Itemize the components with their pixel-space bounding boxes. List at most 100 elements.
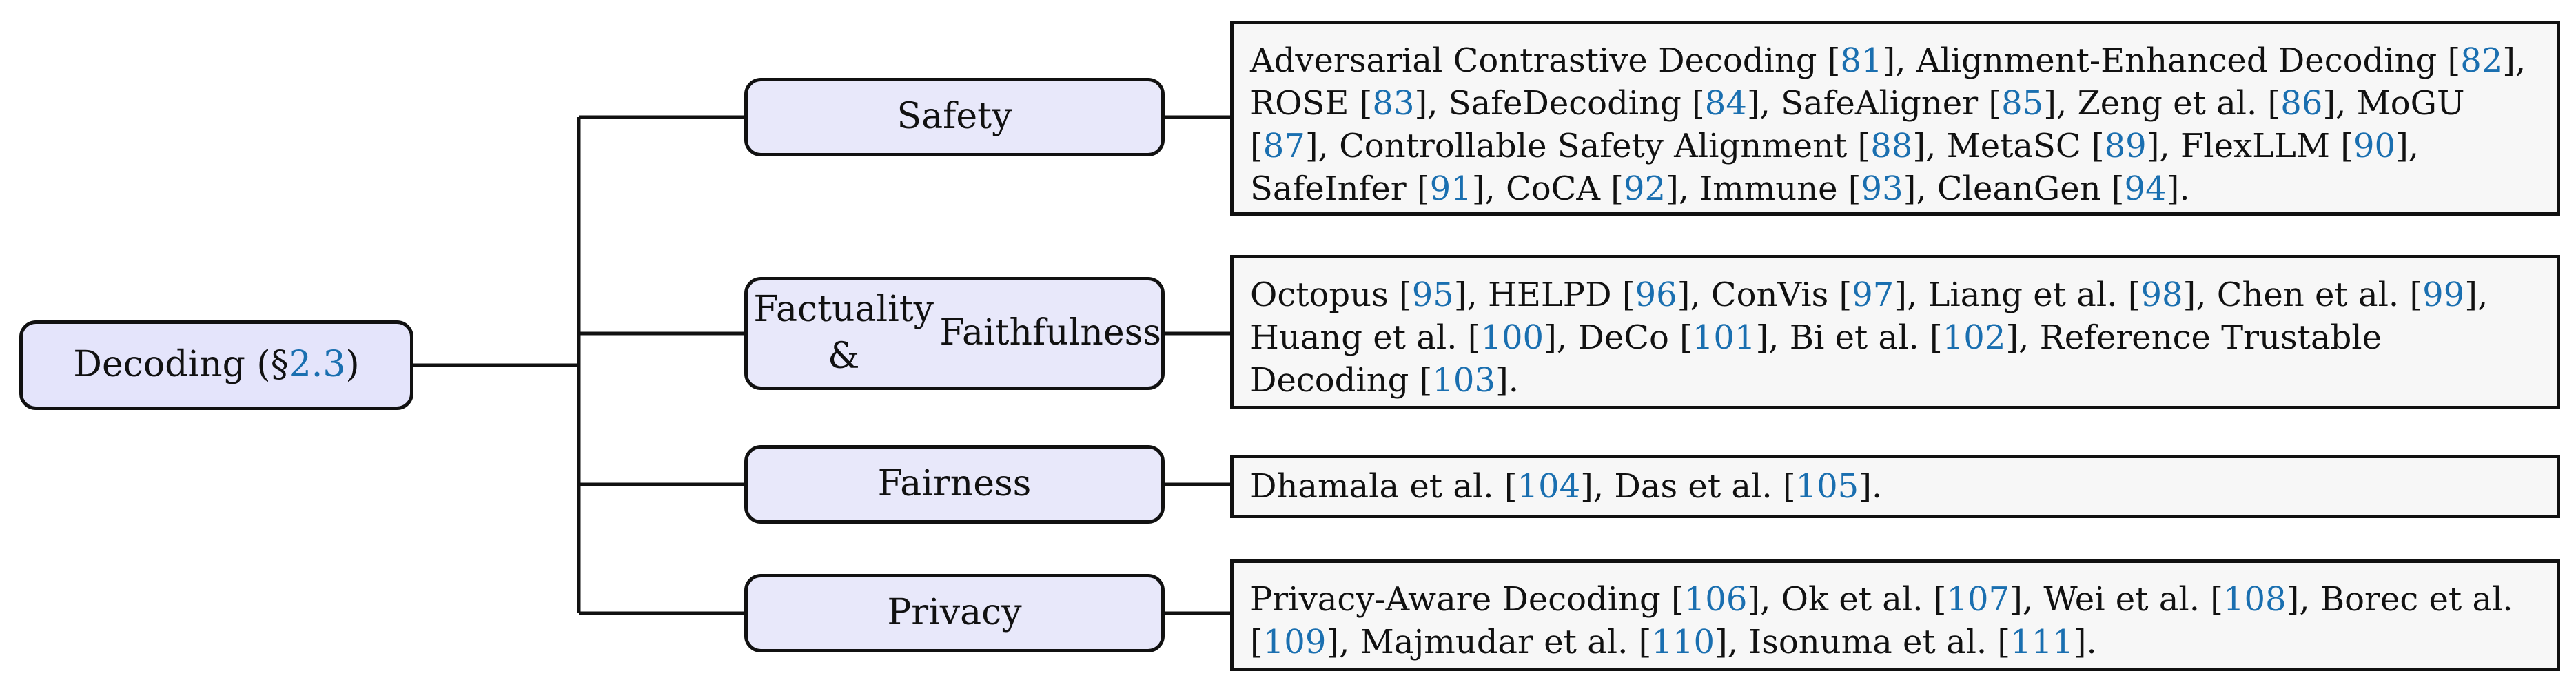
citation-ref: 97 <box>1852 276 1894 314</box>
method-citation: FlexLLM [90] <box>2180 127 2409 165</box>
method-name: Immune <box>1699 169 1838 208</box>
method-name: MetaSC <box>1946 127 2081 165</box>
citation-ref: 106 <box>1684 580 1748 619</box>
method-citation: Chen et al. [99] <box>2216 276 2477 314</box>
method-citation: SafeInfer [91] <box>1250 169 1485 208</box>
root-label: Decoding (§2.3) <box>73 344 360 386</box>
citation-ref: 111 <box>2010 623 2074 661</box>
method-citation: Bi et al. [102] <box>1789 318 2019 357</box>
citation-ref: 85 <box>2001 84 2044 123</box>
citation-ref: 107 <box>1946 580 2010 619</box>
method-name: MoGU <box>2356 84 2465 123</box>
method-citation: Immune [93] <box>1699 169 1916 208</box>
citation-ref: 82 <box>2460 41 2503 80</box>
method-name: Dhamala et al. <box>1250 467 1494 506</box>
citation-ref: 103 <box>1432 361 1495 400</box>
branch-label-line: Factuality & <box>753 289 934 377</box>
method-citation: ROSE [83] <box>1250 84 1428 123</box>
method-name: DeCo <box>1577 318 1669 357</box>
method-name: Ok et al. <box>1781 580 1923 619</box>
method-name: FlexLLM <box>2180 127 2330 165</box>
method-citation: Controllable Safety Alignment [88] <box>1339 127 1926 165</box>
citation-ref: 109 <box>1263 623 1327 661</box>
method-citation: HELPD [96] <box>1488 276 1690 314</box>
method-citation: CleanGen [94] <box>1936 169 2180 208</box>
method-citation: Huang et al. [100] <box>1250 318 1557 357</box>
citation-ref: 110 <box>1651 623 1715 661</box>
citation-ref: 108 <box>2222 580 2287 619</box>
citation-ref: 96 <box>1635 276 1677 314</box>
method-citation: Majmudar et al. [110] <box>1360 623 1728 661</box>
method-name: Majmudar et al. <box>1360 623 1628 661</box>
citation-ref: 104 <box>1517 467 1581 506</box>
branch-node-fairness: Fairness <box>744 445 1165 524</box>
method-citation: SafeAligner [85] <box>1781 84 2056 123</box>
method-name: HELPD <box>1488 276 1612 314</box>
method-name: Octopus <box>1250 276 1389 314</box>
citation-ref: 102 <box>1942 318 2006 357</box>
method-name: Alignment-Enhanced Decoding <box>1916 41 2437 80</box>
root-node-decoding: Decoding (§2.3) <box>19 320 413 410</box>
citation-ref: 89 <box>2104 127 2147 165</box>
method-name: Wei et al. <box>2043 580 2200 619</box>
citation-ref: 88 <box>1870 127 1913 165</box>
branch-label-line: Fairness <box>877 463 1032 505</box>
citation-ref: 99 <box>2422 276 2465 314</box>
method-name: Liang et al. <box>1928 276 2118 314</box>
method-citation: Reference Trustable Decoding [103] <box>1250 318 2382 400</box>
method-citation: ConVis [97] <box>1710 276 1908 314</box>
method-name: Huang et al. <box>1250 318 1458 357</box>
method-citation: SafeDecoding [84] <box>1448 84 1760 123</box>
method-name: SafeInfer <box>1250 169 1407 208</box>
leaf-box-fairness-methods: Dhamala et al. [104], Das et al. [105]. <box>1230 455 2560 518</box>
method-citation: Privacy-Aware Decoding [106] <box>1250 580 1761 619</box>
leaf-text: Dhamala et al. [104], Das et al. [105]. <box>1250 467 1883 506</box>
citation-ref: 94 <box>2124 169 2167 208</box>
method-name: ConVis <box>1710 276 1829 314</box>
method-citation: Zeng et al. [86] <box>2077 84 2336 123</box>
citation-ref: 100 <box>1480 318 1544 357</box>
leaf-box-factuality-methods: Octopus [95], HELPD [96], ConVis [97], L… <box>1230 255 2560 409</box>
citation-ref: 95 <box>1411 276 1454 314</box>
method-name: Isonuma et al. <box>1748 623 1987 661</box>
method-citation: Adversarial Contrastive Decoding [81] <box>1250 41 1896 80</box>
method-citation: Isonuma et al. [111] <box>1748 623 2087 661</box>
leaf-text: Adversarial Contrastive Decoding [81], A… <box>1250 41 2526 208</box>
method-citation: Dhamala et al. [104] <box>1250 467 1593 506</box>
method-citation: Ok et al. [107] <box>1781 580 2023 619</box>
branch-node-factuality-faithfulness: Factuality &Faithfulness <box>744 277 1165 390</box>
citation-ref: 83 <box>1372 84 1415 123</box>
method-name: CleanGen <box>1936 169 2101 208</box>
section-ref: 2.3 <box>288 344 346 386</box>
method-citation: Das et al. [105] <box>1614 467 1872 506</box>
method-citation: Borec et al. [109] <box>1250 580 2513 661</box>
method-citation: Liang et al. [98] <box>1928 276 2196 314</box>
method-citation: Alignment-Enhanced Decoding [82] <box>1916 41 2515 80</box>
citation-ref: 91 <box>1429 169 1472 208</box>
leaf-box-privacy-methods: Privacy-Aware Decoding [106], Ok et al. … <box>1230 559 2560 671</box>
branch-node-safety: Safety <box>744 78 1165 156</box>
leaf-box-safety-methods: Adversarial Contrastive Decoding [81], A… <box>1230 21 2560 216</box>
citation-ref: 98 <box>2140 276 2183 314</box>
method-name: Privacy-Aware Decoding <box>1250 580 1661 619</box>
method-citation: MoGU [87] <box>1250 84 2465 165</box>
citation-ref: 92 <box>1623 169 1666 208</box>
method-name: Adversarial Contrastive Decoding <box>1250 41 1817 80</box>
method-name: Reference Trustable Decoding <box>1250 318 2382 400</box>
method-citation: Octopus [95] <box>1250 276 1467 314</box>
method-name: Zeng et al. <box>2077 84 2258 123</box>
method-citation: Wei et al. [108] <box>2043 580 2300 619</box>
leaf-text: Octopus [95], HELPD [96], ConVis [97], L… <box>1250 276 2488 400</box>
leaf-text: Privacy-Aware Decoding [106], Ok et al. … <box>1250 580 2513 661</box>
citation-ref: 84 <box>1704 84 1747 123</box>
method-name: Bi et al. <box>1789 318 1919 357</box>
method-name: CoCA <box>1505 169 1600 208</box>
method-name: ROSE <box>1250 84 1349 123</box>
method-name: Chen et al. <box>2216 276 2400 314</box>
branch-node-privacy: Privacy <box>744 574 1165 652</box>
branch-label-line: Faithfulness <box>939 312 1161 354</box>
method-citation: MetaSC [89] <box>1946 127 2160 165</box>
branch-label-line: Safety <box>897 96 1012 138</box>
citation-ref: 81 <box>1840 41 1883 80</box>
